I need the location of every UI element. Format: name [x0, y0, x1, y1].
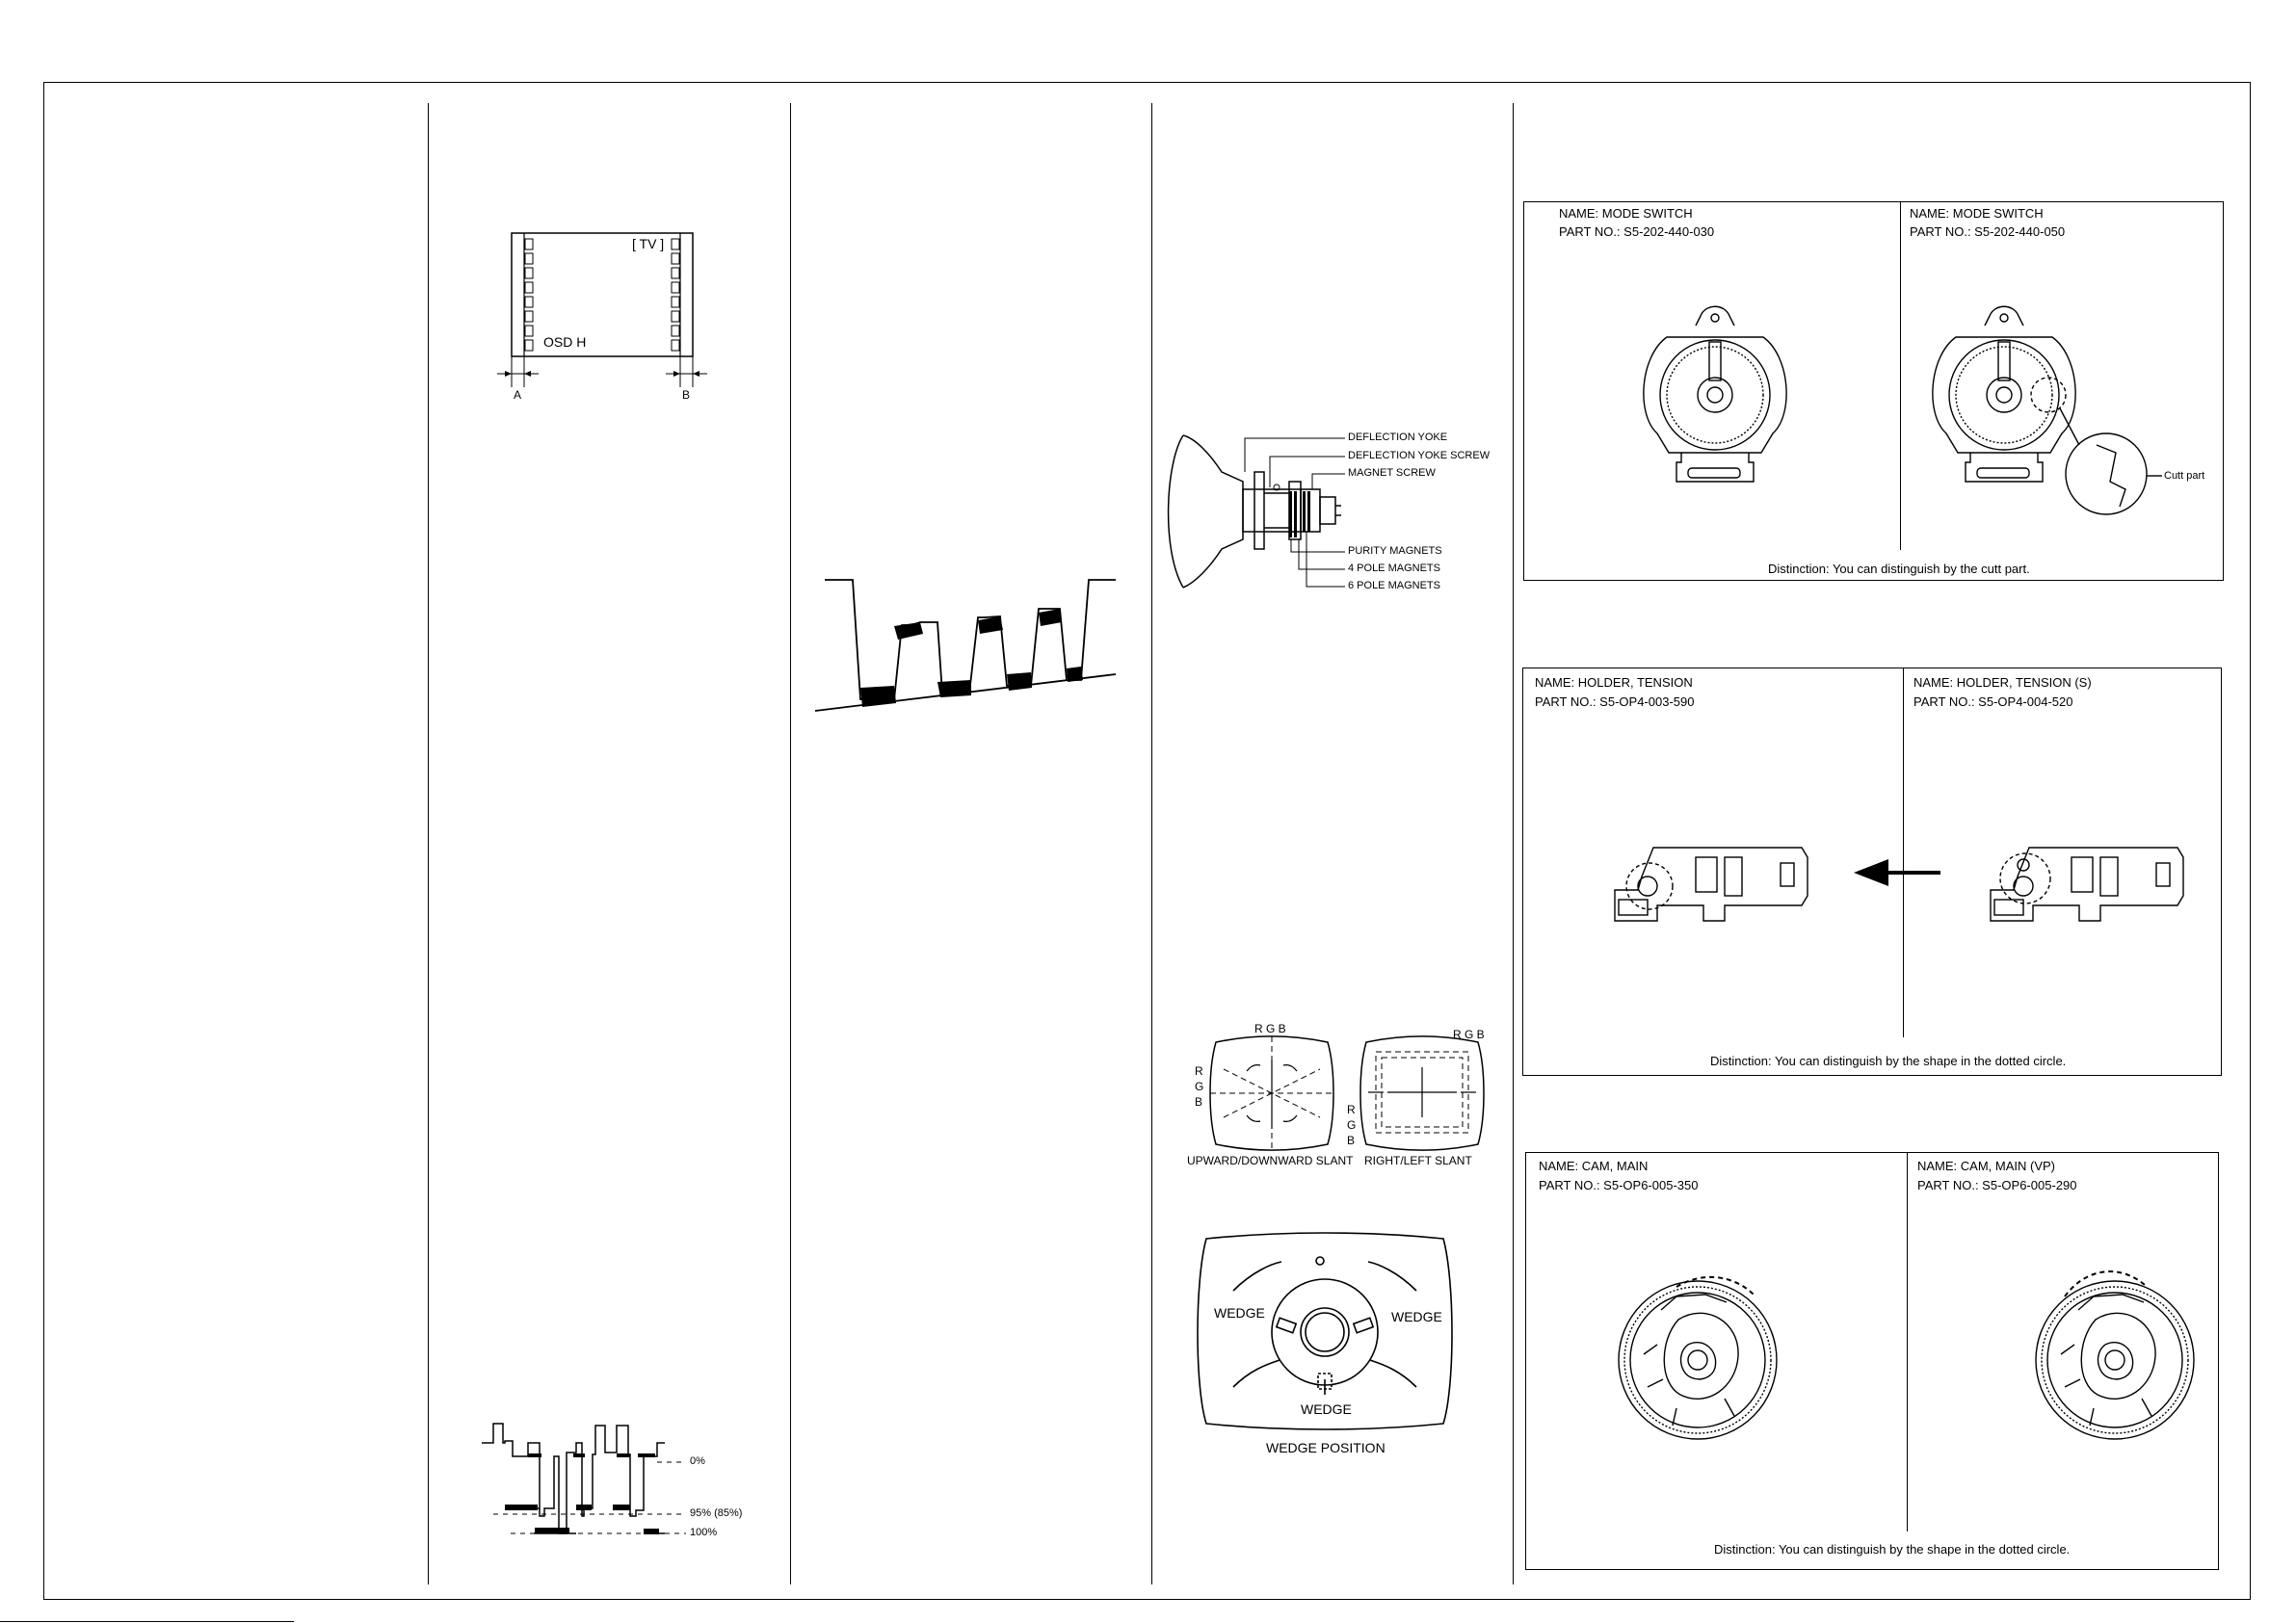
rgb-side-g-label: G [1195, 1080, 1204, 1093]
parts-table-cam-main [1525, 1152, 2219, 1570]
parts-table-2-divider [1903, 668, 1904, 1037]
rgb-top-right-label: R G B [1453, 1028, 1485, 1041]
footer-rule [0, 1621, 294, 1622]
parts-table-holder-tension [1522, 668, 2222, 1076]
rgb-side2-b-label: B [1347, 1134, 1356, 1147]
part-3-left-name: NAME: CAM, MAIN [1539, 1159, 1649, 1173]
rightleft-slant-caption: RIGHT/LEFT SLANT [1364, 1154, 1472, 1167]
four-pole-magnets-label: 4 POLE MAGNETS [1348, 563, 1440, 574]
osd-tv-label: [ TV ] [632, 236, 665, 251]
part-1-left-name: NAME: MODE SWITCH [1559, 206, 1693, 221]
level-0-label: 0% [690, 1455, 705, 1467]
part-2-right-number: PART NO.: S5-OP4-004-520 [1913, 694, 2073, 709]
part-2-distinction: Distinction: You can distinguish by the … [1710, 1054, 2067, 1068]
marker-b-label: B [682, 388, 691, 402]
six-pole-magnets-label: 6 POLE MAGNETS [1348, 580, 1440, 591]
rgb-top-left-label: R G B [1254, 1022, 1286, 1035]
column-divider-4 [1513, 103, 1514, 1584]
wedge-right-label: WEDGE [1391, 1309, 1442, 1324]
wedge-position-caption: WEDGE POSITION [1266, 1440, 1386, 1455]
part-2-left-number: PART NO.: S5-OP4-003-590 [1535, 694, 1695, 709]
purity-magnets-label: PURITY MAGNETS [1348, 545, 1442, 557]
parts-table-1-divider [1900, 201, 1901, 550]
wedge-left-label: WEDGE [1214, 1305, 1265, 1321]
column-divider-3 [1151, 103, 1152, 1584]
part-2-right-name: NAME: HOLDER, TENSION (S) [1913, 675, 2092, 690]
page-frame [43, 82, 2251, 1600]
part-1-right-name: NAME: MODE SWITCH [1910, 206, 2044, 221]
part-3-right-name: NAME: CAM, MAIN (VP) [1917, 1159, 2056, 1173]
part-1-left-number: PART NO.: S5-202-440-030 [1559, 224, 1715, 239]
level-100-label: 100% [690, 1527, 718, 1538]
part-1-distinction: Distinction: You can distinguish by the … [1768, 562, 2030, 576]
part-1-right-number: PART NO.: S5-202-440-050 [1910, 224, 2066, 239]
updown-slant-caption: UPWARD/DOWNWARD SLANT [1187, 1154, 1354, 1167]
rgb-side-r-label: R [1195, 1064, 1203, 1078]
part-3-right-number: PART NO.: S5-OP6-005-290 [1917, 1178, 2077, 1192]
rgb-side2-r-label: R [1347, 1103, 1356, 1116]
column-divider-1 [428, 103, 429, 1584]
column-divider-2 [790, 103, 791, 1584]
marker-a-label: A [514, 388, 522, 402]
cutt-part-callout: Cutt part [2164, 470, 2205, 482]
rgb-side-b-label: B [1195, 1095, 1203, 1109]
part-3-distinction: Distinction: You can distinguish by the … [1714, 1542, 2071, 1557]
part-2-left-name: NAME: HOLDER, TENSION [1535, 675, 1693, 690]
level-95-label: 95% (85%) [690, 1507, 743, 1519]
rgb-side2-g-label: G [1347, 1118, 1357, 1132]
deflection-yoke-screw-label: DEFLECTION YOKE SCREW [1348, 450, 1491, 461]
wedge-bottom-label: WEDGE [1301, 1401, 1352, 1417]
parts-table-mode-switch [1523, 201, 2224, 581]
parts-table-3-divider [1907, 1152, 1908, 1531]
deflection-yoke-label: DEFLECTION YOKE [1348, 432, 1448, 443]
magnet-screw-label: MAGNET SCREW [1348, 467, 1436, 479]
osd-h-label: OSD H [543, 334, 587, 350]
part-3-left-number: PART NO.: S5-OP6-005-350 [1539, 1178, 1699, 1192]
